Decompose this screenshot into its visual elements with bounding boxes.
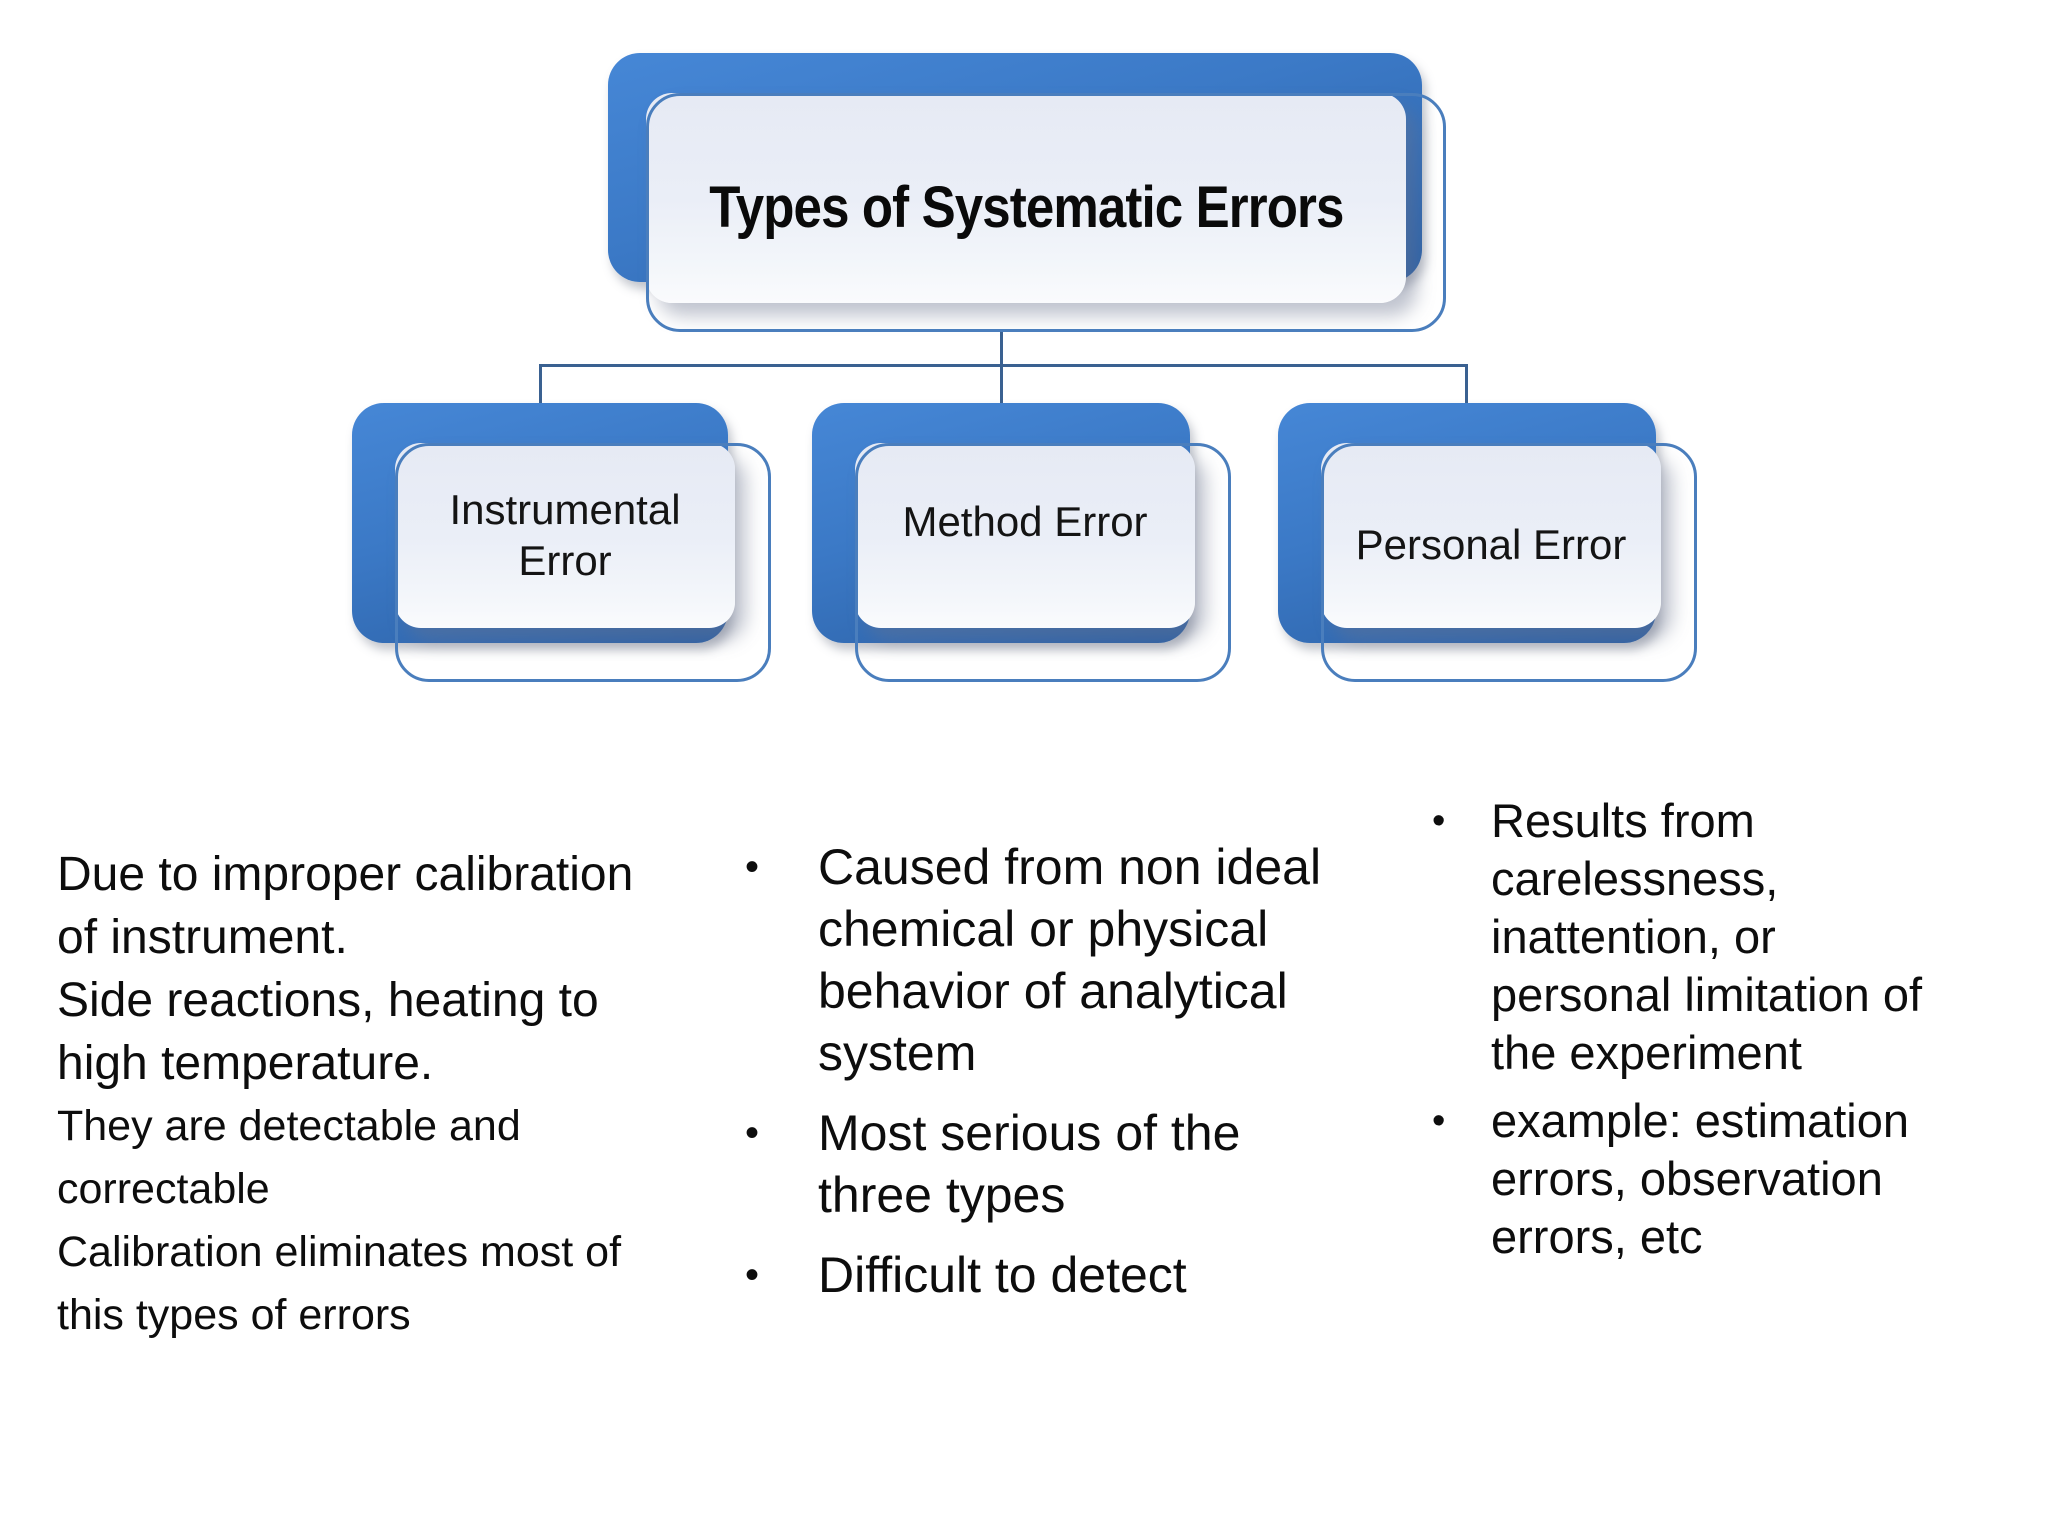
detail-paragraph: Side reactions, heating to high temperat…: [57, 974, 599, 1090]
connector-drop-instrumental: [539, 366, 542, 404]
title-node-outline-shape: [646, 93, 1446, 332]
bullet-dot-icon: •: [1432, 800, 1446, 842]
diagram-title: Types of Systematic Errors: [708, 174, 1344, 240]
node-fill-shape: Method Error: [855, 443, 1195, 628]
bullet-dot-icon: •: [1432, 1100, 1446, 1142]
bullet-text: Results from carelessness, inattention, …: [1491, 794, 1923, 1079]
instrumental-details-column: Due to improper calibration of instrumen…: [57, 843, 727, 1347]
node-personal-error: Personal Error: [1278, 403, 1700, 685]
bullet-text: example: estimation errors, observation …: [1491, 1094, 1909, 1263]
node-label-personal: Personal Error: [1355, 521, 1627, 569]
node-outline-shape: [855, 443, 1231, 682]
detail-paragraph: Due to improper calibration of instrumen…: [57, 848, 634, 964]
method-details-column: • Caused from non ideal chemical or phys…: [745, 836, 1385, 1324]
title-node-fill-shape: Types of Systematic Errors: [646, 93, 1406, 303]
node-fill-shape: Personal Error: [1321, 443, 1661, 628]
bullet-item: • Results from carelessness, inattention…: [1432, 792, 2032, 1082]
detail-paragraph: They are detectable and correctable: [57, 1102, 521, 1213]
bullet-item: • Most serious of the three types: [745, 1102, 1385, 1226]
bullet-dot-icon: •: [745, 1253, 760, 1297]
connector-drop-method: [1000, 366, 1003, 404]
node-outline-shape: [1321, 443, 1697, 682]
connector-title-stub: [1000, 330, 1003, 366]
node-label-instrumental: Instrumental Error: [449, 486, 681, 584]
node-label-method: Method Error: [902, 498, 1148, 546]
node-fill-shape: Instrumental Error: [395, 443, 735, 628]
connector-rail: [539, 364, 1468, 367]
title-node: Types of Systematic Errors: [608, 53, 1449, 335]
bullet-item: • example: estimation errors, observatio…: [1432, 1092, 2032, 1266]
bullet-item: • Difficult to detect: [745, 1244, 1385, 1306]
node-instrumental-error: Instrumental Error: [352, 403, 774, 685]
bullet-text: Caused from non ideal chemical or physic…: [818, 839, 1322, 1081]
node-method-error: Method Error: [812, 403, 1234, 685]
bullet-text: Difficult to detect: [818, 1247, 1187, 1303]
bullet-item: • Caused from non ideal chemical or phys…: [745, 836, 1385, 1084]
personal-details-column: • Results from carelessness, inattention…: [1432, 792, 2032, 1276]
node-outline-shape: [395, 443, 771, 682]
bullet-dot-icon: •: [745, 845, 760, 889]
bullet-dot-icon: •: [745, 1111, 760, 1155]
detail-paragraph: Calibration eliminates most of this type…: [57, 1228, 622, 1339]
connector-drop-personal: [1465, 366, 1468, 404]
bullet-text: Most serious of the three types: [818, 1105, 1241, 1223]
